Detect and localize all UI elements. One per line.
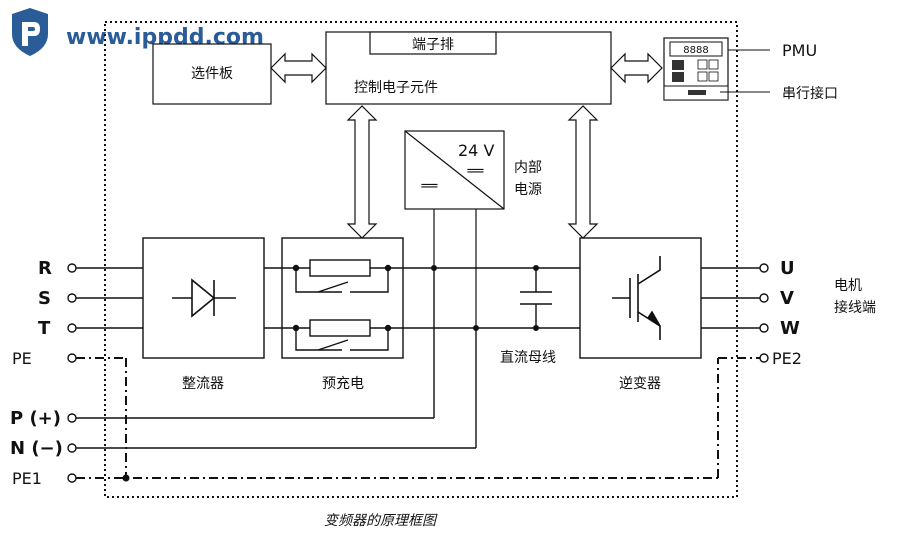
control-electronics-label: 控制电子元件	[354, 80, 438, 96]
terminal-strip-label: 端子排	[412, 37, 454, 53]
converter-boundary	[104, 21, 738, 498]
dc-symbol-in-2: =	[428, 179, 439, 194]
motor-terminals-label-1: 电机	[834, 278, 862, 294]
dc-bus-wiring	[403, 267, 580, 448]
terminal-u: U	[780, 258, 795, 279]
power-supply-label-1: 内部	[514, 160, 542, 176]
resistor-switch-icon	[282, 259, 403, 351]
output-wiring	[701, 263, 769, 333]
option-board-label: 选件板	[191, 66, 233, 82]
dc-symbol-out-2: =	[474, 164, 485, 179]
inverter-box	[579, 237, 702, 359]
serial-interface-label: 串行接口	[782, 85, 838, 102]
terminal-s: S	[38, 288, 51, 309]
precharge-label: 预充电	[322, 376, 364, 392]
dc-output-wiring	[67, 413, 476, 453]
dc-symbol-out: =	[466, 164, 477, 179]
terminal-w: W	[780, 318, 800, 339]
rectifier-label: 整流器	[182, 376, 224, 392]
power-supply-voltage: 24 V	[458, 141, 494, 160]
terminal-n-minus: N (−)	[10, 438, 63, 459]
terminal-strip-box	[369, 31, 497, 55]
precharge-box	[281, 237, 404, 359]
terminal-p-plus: P (+)	[10, 408, 61, 429]
ground-wiring	[76, 357, 760, 479]
terminal-pe: PE	[12, 349, 32, 368]
power-supply-label-2: 电源	[514, 182, 542, 198]
terminal-t: T	[38, 318, 51, 339]
watermark-logo-icon	[12, 8, 48, 56]
dc-symbol-in: =	[420, 179, 431, 194]
igbt-icon	[612, 256, 661, 340]
terminal-v: V	[780, 288, 794, 309]
option-board-box	[152, 43, 272, 105]
dc-bus-label: 直流母线	[500, 349, 556, 366]
pmu-display: 8888	[683, 45, 708, 56]
diode-icon	[172, 278, 236, 318]
terminal-pe1: PE1	[12, 469, 42, 488]
terminal-r: R	[38, 258, 52, 279]
inverter-label: 逆变器	[619, 376, 661, 392]
motor-terminals-label-2: 接线端	[834, 299, 876, 316]
pmu-label: PMU	[782, 41, 817, 60]
diagram-caption: 变频器的原理框图	[324, 513, 438, 529]
pmu-panel: 8888	[663, 37, 729, 101]
double-arrow-icon	[270, 52, 663, 84]
input-wiring	[67, 263, 143, 333]
terminal-pe2: PE2	[772, 349, 802, 368]
